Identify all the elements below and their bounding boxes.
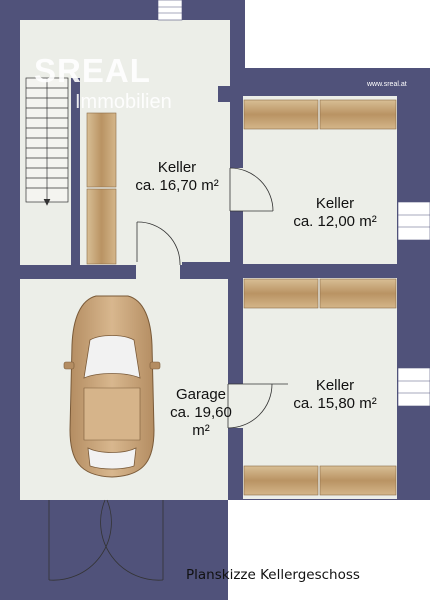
car-icon [63,295,161,478]
door-garage-link [136,221,181,266]
room-keller-c-label: Keller ca. 15,80 m² [270,377,400,413]
plan-caption: Planskizze Kellergeschoss [186,567,360,583]
window-keller-b [397,201,430,241]
door-gap-garage-c [226,384,244,428]
cabinet-c-4 [319,465,397,496]
window-keller-c [397,367,430,407]
room-keller-c-area: ca. 15,80 m² [293,395,377,412]
door-garage-keller-c [227,383,288,429]
gap-right-of-garage [228,500,430,600]
cabinet-c-1 [243,278,319,309]
logo-subtitle: Immobilien [75,91,172,113]
door-keller-a-b [229,167,274,212]
room-keller-b-area: ca. 12,00 m² [293,213,377,230]
wall-stub-upper [218,86,230,102]
logo-wordmark: SREAL [34,52,151,90]
room-garage-label: Garage ca. 19,60 m² [146,386,256,440]
cabinet-b-2 [319,99,397,130]
cabinet-c-2 [319,278,397,309]
room-keller-a-area: ca. 16,70 m² [135,177,219,194]
room-garage-area-2: m² [192,422,210,439]
garage-entrance-doors [48,499,164,581]
logo-s-letter: S [34,52,58,89]
room-garage-area-1: ca. 19,60 [170,404,232,421]
cabinet-b-1 [243,99,319,130]
staircase [25,77,69,206]
cabinet-a-2 [86,188,117,265]
door-gap-a-b [228,168,244,211]
website-url: www.sreal.at [367,81,407,88]
cabinet-a-1 [86,112,117,188]
room-keller-a-label: Keller ca. 16,70 m² [112,159,242,195]
wall-stub-mid [182,262,230,274]
room-keller-a-name: Keller [157,159,197,176]
window-top [157,0,183,21]
room-garage-name: Garage [175,386,227,403]
cabinet-c-3 [243,465,319,496]
room-keller-b-label: Keller ca. 12,00 m² [270,195,400,231]
room-keller-b-name: Keller [315,195,355,212]
logo-brand: REAL [57,52,151,89]
keller-c-floor [243,278,397,499]
upper-corridor-floor [20,20,230,78]
garage-link-floor [136,262,180,282]
room-keller-c-name: Keller [315,377,355,394]
